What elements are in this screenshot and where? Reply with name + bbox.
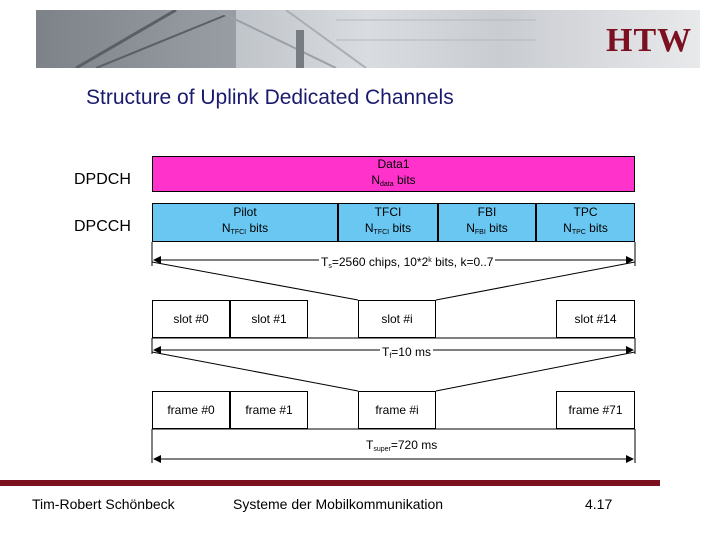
timing-lines (151, 242, 636, 463)
slot-box: slot #i (358, 300, 436, 338)
slot-expand-left (151, 261, 359, 301)
slot-box: slot #14 (556, 300, 635, 338)
dpcch-fbi-field: FBI NFBI bits (438, 203, 536, 242)
slot-duration-label: Ts=2560 chips, 10*2k bits, k=0..7 (319, 255, 496, 270)
frame-duration-label: Tf=10 ms (380, 345, 433, 360)
pilot-field-size: NTFCI bits (221, 221, 269, 236)
footer-page-number: 4.17 (585, 496, 613, 512)
frame-box: frame #1 (230, 391, 308, 429)
frame-box: frame #0 (152, 391, 230, 429)
pilot-field-name: Pilot (233, 205, 257, 219)
frame-box: frame #i (358, 391, 436, 429)
slide-title: Structure of Uplink Dedicated Channels (86, 86, 454, 109)
dpcch-tpc-field: TPC NTPC bits (536, 203, 635, 242)
tpc-field-size: NTPC bits (563, 221, 608, 236)
slot-box: slot #0 (152, 300, 230, 338)
frame-expand-left (151, 351, 359, 392)
footer-author: Tim-Robert Schönbeck (32, 496, 175, 512)
building-photo (36, 10, 536, 68)
footer-bar (0, 480, 660, 486)
slot-box: slot #1 (230, 300, 308, 338)
row-label-dpdch: DPDCH (74, 171, 131, 188)
dpdch-data-field: Data1 Ndata bits (152, 156, 635, 192)
dpcch-tfci-field: TFCI NTFCI bits (338, 203, 438, 242)
slot-expand-right (435, 261, 636, 301)
frame-expand-right (435, 351, 636, 392)
frame-box: frame #71 (556, 391, 635, 429)
fbi-field-name: FBI (477, 205, 497, 219)
row-label-dpcch: DPCCH (74, 218, 131, 235)
htw-logo: HTW (606, 22, 693, 59)
dpcch-pilot-field: Pilot NTFCI bits (152, 203, 338, 242)
dpdch-field-size: Ndata bits (371, 172, 416, 188)
fbi-field-size: NFBI bits (466, 221, 508, 236)
tpc-field-name: TPC (573, 205, 598, 219)
footer-course: Systeme der Mobilkommunikation (233, 496, 444, 512)
superframe-duration-label: Tsuper=720 ms (364, 438, 440, 453)
header-banner-image: HTW (36, 10, 700, 68)
tfci-field-name: TFCI (374, 205, 402, 219)
tfci-field-size: NTFCI bits (364, 221, 412, 236)
dpdch-field-name: Data1 (377, 156, 410, 171)
